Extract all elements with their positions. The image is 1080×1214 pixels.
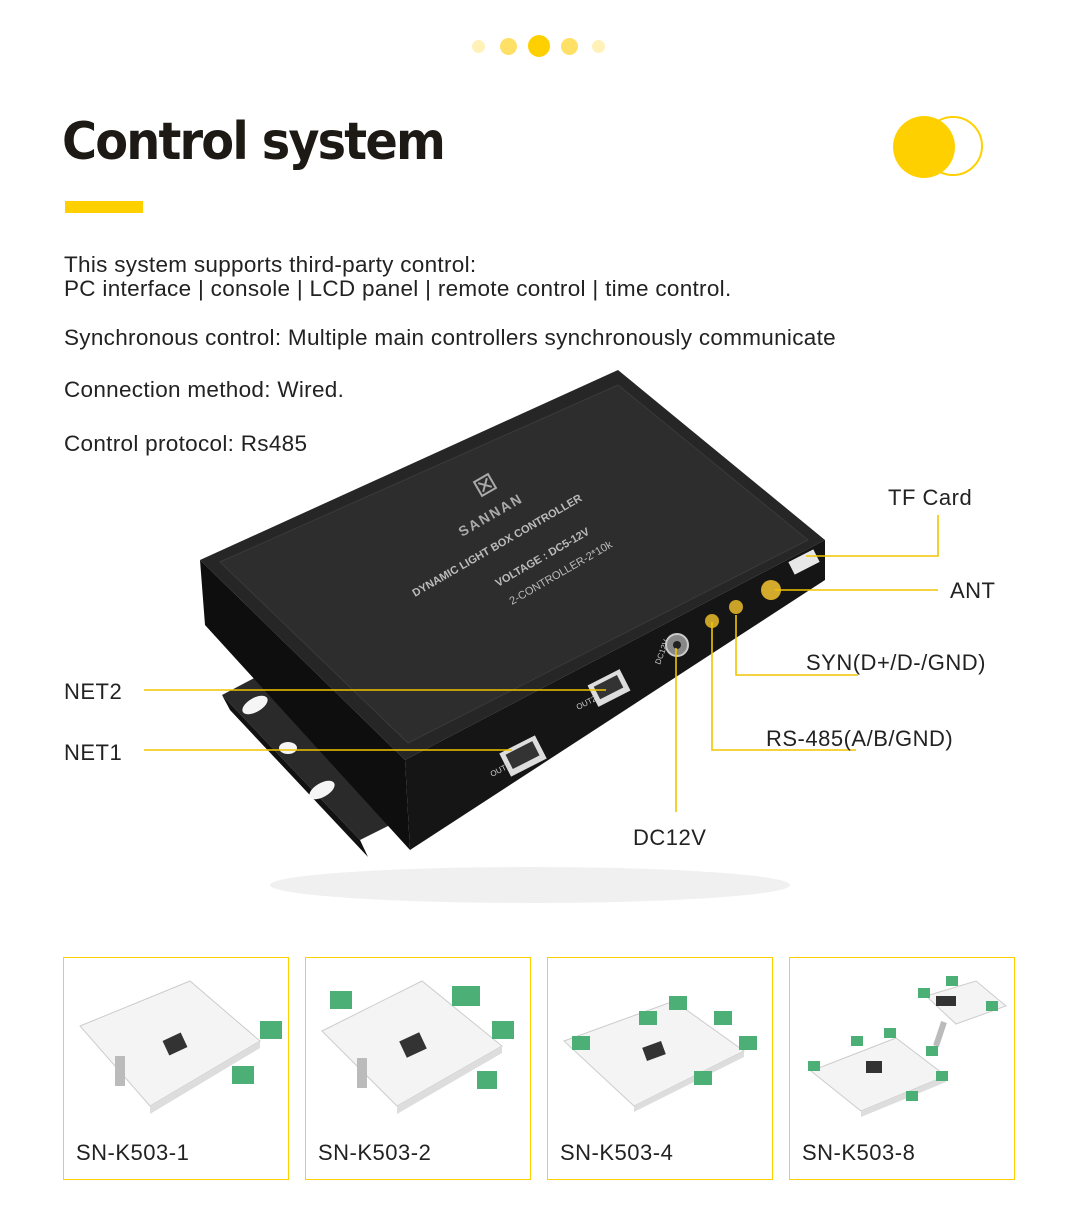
pagination-dot-3-active[interactable] xyxy=(528,35,550,57)
callout-dc12v: DC12V xyxy=(633,825,707,850)
pcb-board-8-image xyxy=(808,976,1007,1117)
desc-line-synchronous: Synchronous control: Multiple main contr… xyxy=(64,325,836,350)
flange-hole-2 xyxy=(279,742,297,754)
product-label: SN-K503-4 xyxy=(560,1140,674,1165)
pcb-board-4-image xyxy=(563,996,757,1112)
desc-line-connection: Connection method: Wired. xyxy=(64,377,345,402)
desc-line-protocol: Control protocol: Rs485 xyxy=(64,431,308,456)
product-card-sn-k503-1[interactable]: SN-K503-1 xyxy=(63,957,289,1180)
callout-rs485: RS-485(A/B/GND) xyxy=(766,726,954,751)
decorative-circles-icon xyxy=(890,113,990,183)
callout-tf-card: TF Card xyxy=(888,485,973,510)
pcb-board-2-image xyxy=(321,980,514,1114)
flange-hole-3 xyxy=(309,780,335,800)
pagination-dot-4[interactable] xyxy=(561,38,578,55)
flange-hole-1 xyxy=(242,695,268,715)
pcb-board-1-image xyxy=(79,980,282,1114)
rs485-connector-icon xyxy=(705,614,719,628)
pagination-dots xyxy=(470,34,610,58)
product-label: SN-K503-1 xyxy=(76,1140,190,1165)
callout-net1: NET1 xyxy=(64,740,123,765)
ant-connector-icon xyxy=(761,580,781,600)
product-card-sn-k503-8[interactable]: SN-K503-8 xyxy=(789,957,1015,1180)
product-label: SN-K503-8 xyxy=(802,1140,916,1165)
callout-net2: NET2 xyxy=(64,679,123,704)
callout-syn: SYN(D+/D-/GND) xyxy=(806,650,986,675)
title-underline xyxy=(65,201,143,213)
pagination-dot-2[interactable] xyxy=(500,38,517,55)
pagination-dot-5[interactable] xyxy=(592,40,605,53)
pagination-dot-1[interactable] xyxy=(472,40,485,53)
syn-connector-icon xyxy=(729,600,743,614)
controller-device-image: SANNAN DYNAMIC LIGHT BOX CONTROLLER VOLT… xyxy=(200,370,825,903)
brand-logo-icon xyxy=(472,472,498,498)
page-title: Control system xyxy=(62,112,446,172)
desc-line-third-party: This system supports third-party control… xyxy=(64,252,477,277)
product-card-sn-k503-4[interactable]: SN-K503-4 xyxy=(547,957,773,1180)
product-card-sn-k503-2[interactable]: SN-K503-2 xyxy=(305,957,531,1180)
product-label: SN-K503-2 xyxy=(318,1140,432,1165)
desc-line-control-modes: PC interface | console | LCD panel | rem… xyxy=(64,276,732,301)
callout-ant: ANT xyxy=(950,578,996,603)
deco-solid-circle xyxy=(893,116,955,178)
